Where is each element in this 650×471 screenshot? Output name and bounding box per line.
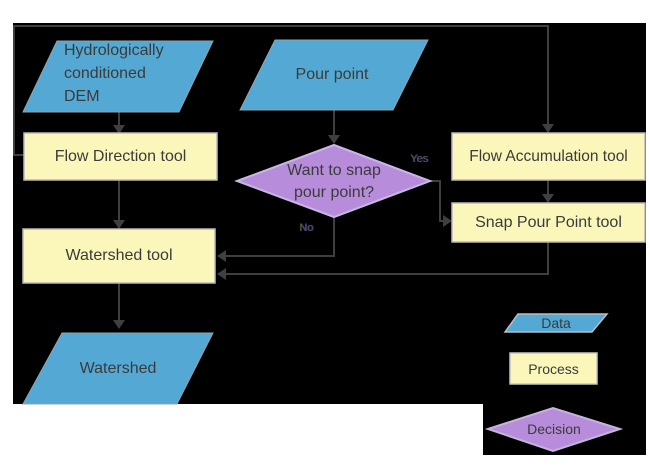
snap-pour-point-node-label: Snap Pour Point tool bbox=[475, 213, 622, 231]
legend-data-label: Data bbox=[541, 315, 571, 331]
watershed-node-label: Watershed bbox=[79, 359, 157, 377]
dem-node-label: Hydrologically conditioned DEM bbox=[64, 42, 164, 105]
no-edge-label: No bbox=[299, 222, 314, 234]
watershed-tool-node-label: Watershed tool bbox=[65, 247, 173, 264]
decision-node-label: Want to snap pour point? bbox=[287, 162, 381, 201]
pour-point-node-label: Pour point bbox=[295, 66, 369, 83]
yes-edge-label: Yes bbox=[410, 153, 428, 165]
flow-accumulation-node-label: Flow Accumulation tool bbox=[469, 147, 628, 165]
legend-decision-label: Decision bbox=[527, 421, 581, 437]
legend-process-label: Process bbox=[528, 360, 579, 377]
flow-direction-node-label: Flow Direction tool bbox=[54, 147, 187, 165]
